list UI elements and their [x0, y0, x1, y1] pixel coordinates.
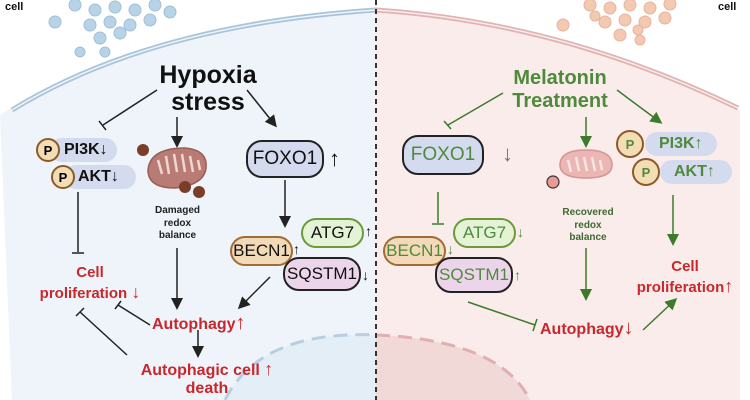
right-becn1-node: BECN1	[383, 236, 446, 266]
right-atg7-node: ATG7	[453, 218, 516, 248]
left-nucleus	[225, 334, 376, 400]
caption-line1: Damaged	[154, 205, 200, 216]
cell-prolif-line2: proliferation	[39, 285, 128, 302]
right-arrows	[432, 89, 679, 332]
pi3k-label: PI3K	[659, 135, 695, 152]
hypoxia-stress-title: Hypoxia stress	[148, 63, 268, 115]
melatonin-line2: Treatment	[512, 90, 608, 112]
phospho-icon: P	[632, 158, 660, 186]
right-becn1-dir-icon: ↓	[447, 241, 454, 257]
right-cytoplasm	[376, 8, 740, 400]
caption-line2: redox	[574, 219, 602, 231]
acd-line2: death	[185, 379, 229, 397]
left-becn1-node: BECN1	[230, 236, 293, 266]
left-cell-proliferation: Cell proliferation ↓	[30, 264, 150, 304]
cell-prolif-dir-icon: ↑	[724, 276, 734, 296]
phospho-icon: P	[36, 138, 60, 162]
acd-line1: Autophagic cell	[140, 362, 260, 379]
left-cytoplasm	[0, 8, 376, 400]
caption-line3: balance	[158, 230, 197, 241]
caption-line1: Recovered	[562, 207, 614, 218]
cell-prolif-line2: proliferation	[636, 279, 725, 296]
left-atg7-node: ATG7	[301, 218, 364, 248]
hypoxia-line1: Hypoxia	[159, 61, 257, 89]
damaged-redox-caption: Damaged redox balance	[140, 205, 215, 243]
caption-line3: balance	[569, 232, 607, 243]
recovered-redox-caption: Recovered redox balance	[548, 207, 628, 245]
akt-dir-icon: ↑	[706, 163, 715, 180]
hypoxia-line2: stress	[171, 88, 245, 116]
left-pi3k-node: PI3K↓	[50, 138, 117, 162]
pi3k-dir-icon: ↑	[694, 135, 703, 152]
acd-dir-icon: ↑	[264, 359, 274, 379]
right-sqstm1-dir-icon: ↑	[514, 267, 521, 283]
right-cell-cluster	[556, 0, 677, 46]
right-atg7-dir-icon: ↓	[517, 224, 524, 240]
cell-prolif-line1: Cell	[76, 264, 104, 281]
left-atg7-dir-icon: ↑	[365, 223, 372, 239]
melatonin-treatment-title: Melatonin Treatment	[495, 68, 625, 111]
left-foxo1-node: FOXO1	[246, 140, 324, 178]
cell-prolif-line1: Cell	[671, 258, 699, 275]
right-pi3k-node: PI3K↑	[645, 132, 717, 156]
left-arrows	[72, 89, 291, 358]
right-foxo1-node: FOXO1	[402, 135, 484, 175]
left-sqstm1-dir-icon: ↓	[362, 267, 369, 283]
autophagy-label: Autophagy	[152, 316, 236, 333]
left-akt-node: AKT↓	[64, 165, 136, 189]
left-cell-cluster	[48, 0, 177, 58]
akt-label: AKT	[674, 163, 707, 180]
right-foxo1-dir-icon: ↓	[502, 141, 513, 166]
left-foxo1-dir-icon: ↑	[329, 146, 340, 171]
recovered-mitochondrion-icon	[546, 149, 613, 189]
right-sqstm1-node: SQSTM1	[435, 257, 513, 293]
pi3k-label: PI3K	[64, 141, 100, 158]
autophagy-dir-icon: ↓	[623, 317, 634, 339]
pi3k-dir-icon: ↓	[99, 141, 108, 158]
autophagy-dir-icon: ↑	[235, 312, 246, 334]
left-sqstm1-node: SQSTM1	[283, 257, 361, 291]
right-nucleus	[376, 335, 530, 400]
akt-label: AKT	[78, 168, 111, 185]
phospho-icon: P	[51, 165, 75, 189]
right-cell-label: cell	[718, 1, 737, 13]
left-autophagy: Autophagy↑	[152, 313, 246, 333]
left-becn1-dir-icon: ↑	[293, 241, 300, 257]
damaged-mitochondrion-icon	[137, 144, 207, 198]
phospho-icon: P	[616, 130, 644, 158]
right-akt-node: AKT↑	[660, 160, 732, 184]
caption-line2: redox	[163, 217, 192, 229]
cell-prolif-dir-icon: ↓	[131, 282, 141, 302]
autophagic-cell-death: Autophagic cell ↑ death	[132, 359, 282, 397]
right-autophagy: Autophagy↓	[540, 318, 634, 338]
left-cell-label: cell	[5, 1, 24, 13]
melatonin-line1: Melatonin	[513, 67, 607, 89]
autophagy-label: Autophagy	[540, 321, 624, 338]
akt-dir-icon: ↓	[110, 168, 119, 185]
right-cell-proliferation: Cell proliferation↑	[630, 258, 740, 298]
